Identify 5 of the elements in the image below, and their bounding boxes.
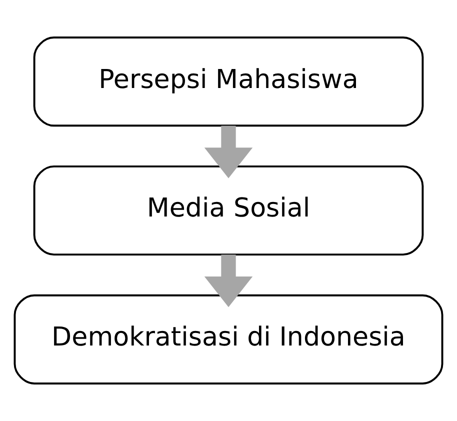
node-box: Persepsi Mahasiswa bbox=[33, 36, 424, 127]
node-box: Demokratisasi di Indonesia bbox=[14, 294, 444, 384]
arrow bbox=[204, 126, 253, 178]
node-box: Media Sosial bbox=[33, 165, 424, 256]
arrow bbox=[204, 254, 253, 308]
